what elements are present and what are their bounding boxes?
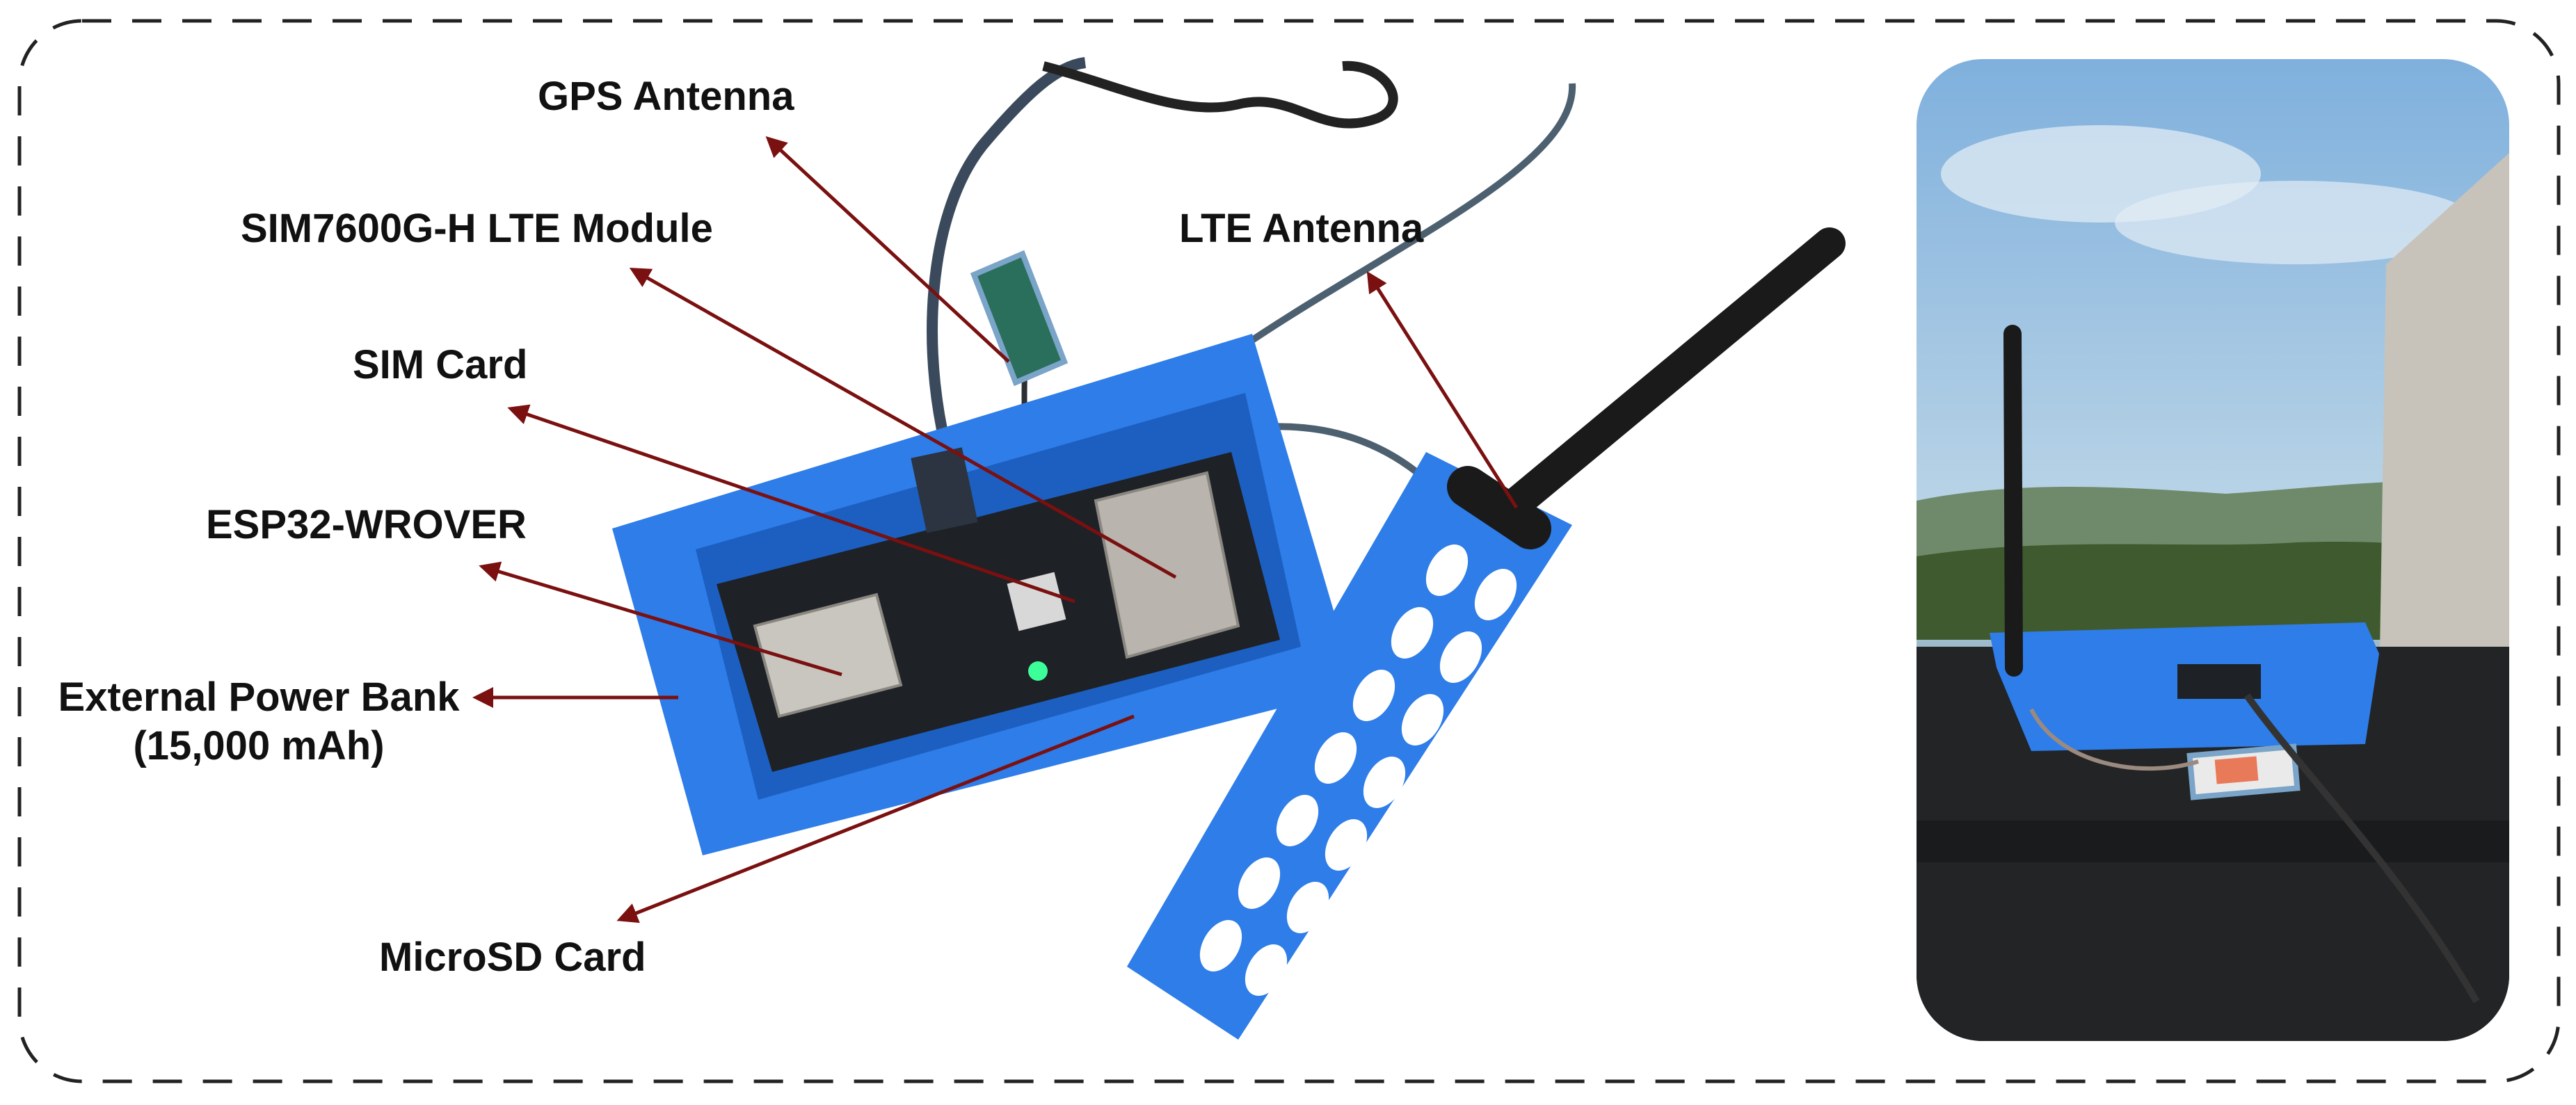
esp32-module [753,592,903,718]
gps-antenna-patch [970,250,1069,387]
device-illustration [612,57,1846,1040]
cable-bundle [1042,61,1398,129]
usb-cable [927,57,1087,475]
lte-antenna-base [1447,466,1551,549]
label-sim7600-module: SIM7600G-H LTE Module [241,206,713,251]
usb-plug [911,447,978,533]
annotation-arrows [472,136,1519,923]
label-sim-card: SIM Card [353,342,528,387]
label-power-bank: External Power Bank (15,000 mAh) [50,673,467,770]
arrow-sim-card [507,404,1075,604]
dashed-frame [17,19,2561,1083]
label-microsd-card: MicroSD Card [379,935,646,980]
lte-module [1094,471,1240,659]
lte-antenna-rod [1487,227,1846,531]
arrow-gps-antenna [765,136,1010,363]
arrow-microsd [616,714,1135,923]
holder-holes [1199,545,1517,996]
sim-slot [1007,572,1066,631]
label-esp32-wrover: ESP32-WROVER [206,502,527,547]
label-power-bank-line2: (15,000 mAh) [133,723,385,768]
label-gps-antenna: GPS Antenna [538,74,794,119]
status-led [1028,661,1048,681]
label-power-bank-line1: External Power Bank [58,675,460,720]
arrow-lte-antenna [1366,271,1519,509]
arrow-sim7600 [629,268,1177,579]
vehicle-photo [1917,59,2509,1041]
arrow-esp32 [479,561,842,677]
label-lte-antenna: LTE Antenna [1179,206,1424,251]
